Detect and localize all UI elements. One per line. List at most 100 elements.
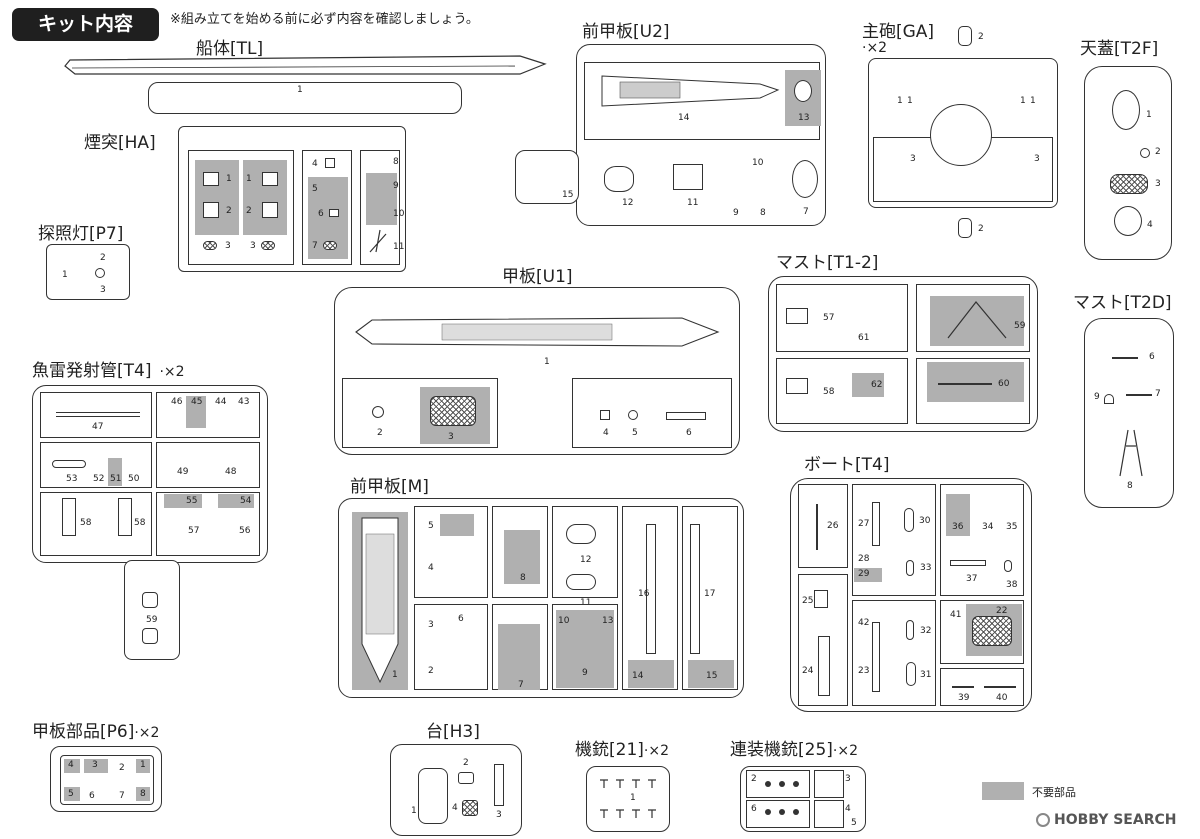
runner-u2-side bbox=[515, 150, 579, 204]
runner-count-ga: ·×2 bbox=[862, 40, 888, 56]
part-num: 57 bbox=[823, 313, 835, 323]
part-num: 52 bbox=[93, 474, 105, 484]
part-num: 6 bbox=[89, 791, 95, 801]
torpedo-part-59b bbox=[142, 628, 158, 644]
roof-part-4 bbox=[1114, 206, 1142, 236]
torpedo-part-59 bbox=[142, 592, 158, 608]
part-num: 55 bbox=[186, 496, 198, 506]
part-num: 1 bbox=[630, 793, 636, 803]
t4b-cell bbox=[798, 484, 848, 568]
unused-part bbox=[186, 396, 206, 428]
part-num: 11 bbox=[687, 198, 699, 208]
t4b-cell bbox=[852, 600, 936, 706]
stand-part-2 bbox=[458, 772, 474, 784]
runner-title-t2f: 天蓋[T2F] bbox=[1080, 39, 1159, 59]
part-num: 6 bbox=[751, 804, 757, 814]
mast-part-60 bbox=[938, 383, 992, 385]
runner-title-m: 前甲板[M] bbox=[350, 477, 429, 497]
part-num: 9 bbox=[1094, 392, 1100, 402]
unused-part bbox=[64, 787, 80, 801]
part-num: 7 bbox=[518, 680, 524, 690]
part-num: 1 bbox=[897, 96, 903, 106]
part-num: 41 bbox=[950, 610, 962, 620]
runner-title-p7: 探照灯[P7] bbox=[38, 224, 124, 244]
part-num: 23 bbox=[858, 666, 870, 676]
part-num: 16 bbox=[638, 589, 650, 599]
boat-part-33 bbox=[906, 560, 914, 576]
searchlight-part bbox=[95, 268, 105, 278]
g25-cell bbox=[746, 770, 810, 798]
part-num: 27 bbox=[858, 519, 870, 529]
boat-part-25 bbox=[814, 590, 828, 608]
runner-title-p6: 甲板部品[P6]·×2 bbox=[32, 722, 160, 742]
funnel-part bbox=[203, 241, 217, 250]
boat-part-30 bbox=[904, 508, 914, 532]
u1-cell-right bbox=[572, 378, 732, 448]
part-num: 59 bbox=[146, 615, 158, 625]
g25-cell bbox=[814, 800, 844, 828]
part-num: 1 bbox=[392, 670, 398, 680]
deck-part-17 bbox=[690, 524, 700, 654]
part-num: 11 bbox=[580, 598, 592, 608]
roof-part-2 bbox=[1140, 148, 1150, 158]
part-num: 4 bbox=[452, 803, 458, 813]
stand-part-4 bbox=[462, 800, 478, 816]
part-num: 1 bbox=[246, 174, 252, 184]
deck-part-1 bbox=[355, 317, 720, 347]
part-num: 31 bbox=[920, 670, 932, 680]
part-num: 15 bbox=[706, 671, 718, 681]
part-num: 57 bbox=[188, 526, 200, 536]
t4a-cell bbox=[156, 442, 260, 488]
part-num: 42 bbox=[858, 618, 870, 628]
mast-part-59 bbox=[947, 301, 1007, 339]
part-num: 11 bbox=[393, 242, 405, 252]
part-num: 3 bbox=[100, 285, 106, 295]
runner-title-tl: 船体[TL] bbox=[196, 39, 264, 59]
part-num: 2 bbox=[751, 774, 757, 784]
part-num: 25 bbox=[802, 596, 814, 606]
funnel-part bbox=[325, 158, 335, 168]
part-num: 24 bbox=[802, 666, 814, 676]
unused-part bbox=[84, 759, 108, 773]
part-num: 1 bbox=[907, 96, 913, 106]
part-num: 5 bbox=[68, 789, 74, 799]
part-num: 32 bbox=[920, 626, 932, 636]
mast-part-58 bbox=[786, 378, 808, 394]
roof-part-3 bbox=[1110, 174, 1148, 194]
funnel-part bbox=[262, 202, 278, 218]
runner-tl bbox=[148, 82, 462, 114]
runner-title-t4b: ボート[T4] bbox=[804, 455, 890, 475]
part-num: 1 bbox=[140, 760, 146, 770]
unused-part bbox=[136, 759, 150, 773]
unused-part bbox=[688, 660, 734, 688]
part-num: 29 bbox=[858, 569, 870, 579]
torpedo-part-58 bbox=[118, 498, 132, 536]
unused-part bbox=[498, 624, 540, 690]
deck-part-6 bbox=[666, 412, 706, 420]
g25-cell bbox=[814, 770, 844, 798]
funnel-part bbox=[261, 241, 275, 250]
part-num: 56 bbox=[239, 526, 251, 536]
runner-title-u2: 前甲板[U2] bbox=[582, 22, 670, 42]
part-num: 2 bbox=[978, 32, 984, 42]
unused-part bbox=[64, 759, 80, 773]
part-num: 47 bbox=[92, 422, 104, 432]
unused-part bbox=[930, 296, 1024, 346]
part-num: 38 bbox=[1006, 580, 1018, 590]
deck-part-12-m bbox=[566, 524, 596, 544]
torpedo-part-53 bbox=[52, 460, 86, 468]
part-num: 9 bbox=[582, 668, 588, 678]
part-num: 58 bbox=[134, 518, 146, 528]
part-num: 2 bbox=[377, 428, 383, 438]
part-num: 2 bbox=[463, 758, 469, 768]
part-num: 3 bbox=[496, 810, 502, 820]
legend-label: 不要部品 bbox=[1032, 786, 1076, 799]
boat-part-37 bbox=[950, 560, 986, 566]
part-num: 8 bbox=[520, 573, 526, 583]
part-num: 2 bbox=[119, 763, 125, 773]
mast-part-6 bbox=[1112, 357, 1138, 359]
part-num: 5 bbox=[632, 428, 638, 438]
part-num: 12 bbox=[622, 198, 634, 208]
unused-part bbox=[504, 530, 540, 584]
funnel-part-11 bbox=[369, 229, 387, 253]
